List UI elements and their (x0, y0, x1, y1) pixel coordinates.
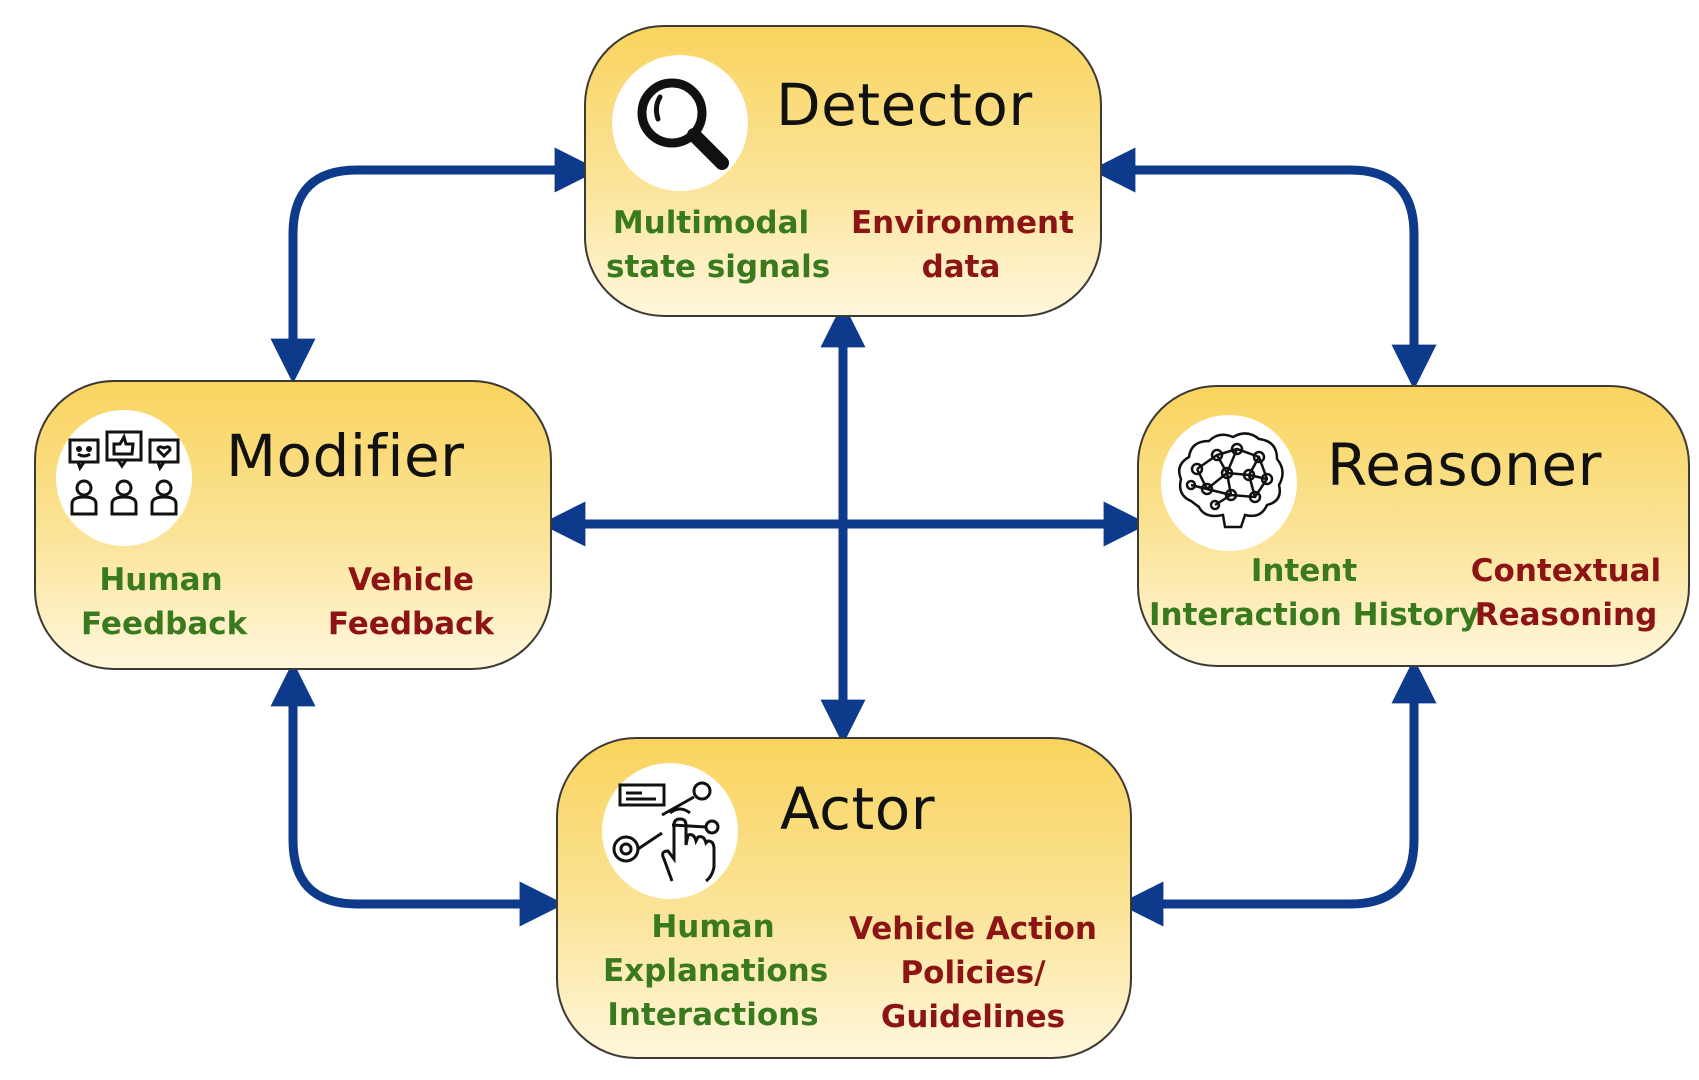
actor-green-label: Human Explanations Interactions (603, 905, 829, 1037)
reasoner-red-line-2: Reasoning (1474, 597, 1658, 633)
reasoner-title: Reasoner (1327, 431, 1602, 499)
magnifier-icon (637, 78, 729, 170)
reasoner-red-label: Contextual Reasoning (1466, 549, 1666, 637)
detector-icon-circle (612, 55, 748, 191)
actor-green-line-1: Human (651, 909, 775, 945)
detector-red-line-1: Environment (851, 205, 1074, 241)
actor-green-line-3: Interactions (607, 997, 819, 1033)
detector-red-label: Environment data (851, 201, 1074, 289)
modifier-icon-circle (56, 410, 192, 546)
reasoner-green-line-2: Interaction History (1149, 597, 1480, 633)
actor-node: Actor Human Explanations Interactions Ve… (556, 737, 1132, 1059)
reasoner-red-line-1: Contextual (1470, 553, 1662, 589)
modifier-node: Modifier Human Feedback Vehicle Feedback (34, 380, 552, 670)
actor-title: Actor (780, 775, 936, 843)
modifier-red-label: Vehicle Feedback (326, 558, 496, 646)
modifier-red-line-1: Vehicle (347, 562, 475, 598)
touch-interaction-icon (612, 781, 720, 883)
actor-icon-circle (602, 763, 738, 899)
actor-red-line-3: Guidelines (880, 999, 1066, 1035)
arrow-reasoner-actor (1118, 658, 1437, 927)
modifier-red-line-2: Feedback (327, 606, 495, 642)
modifier-title: Modifier (226, 422, 465, 490)
detector-title: Detector (776, 71, 1033, 139)
detector-green-line-2: state signals (606, 249, 831, 285)
feedback-people-icon (68, 430, 180, 516)
detector-green-label: Multimodal state signals (606, 201, 831, 289)
detector-green-line-1: Multimodal (612, 205, 810, 241)
actor-red-line-2: Policies/ (900, 955, 1046, 991)
detector-red-line-2: data (921, 249, 1001, 285)
arrow-modifier-actor (270, 661, 565, 927)
actor-green-line-2: Explanations (603, 953, 829, 989)
modifier-green-label: Human Feedback (81, 558, 248, 646)
actor-red-label: Vehicle Action Policies/ Guidelines (843, 907, 1103, 1039)
brain-network-icon (1178, 432, 1284, 529)
actor-red-line-1: Vehicle Action (848, 911, 1097, 947)
modifier-green-line-2: Feedback (81, 606, 248, 642)
reasoner-icon-circle (1161, 415, 1297, 551)
reasoner-green-line-1: Intent (1250, 553, 1358, 589)
arrow-detector-reasoner (1090, 147, 1437, 390)
detector-node: Detector Multimodal state signals Enviro… (584, 25, 1102, 317)
modifier-green-line-1: Human (99, 562, 223, 598)
reasoner-green-label: Intent Interaction History (1149, 549, 1480, 637)
reasoner-node: Reasoner Intent Interaction History Cont… (1137, 385, 1690, 667)
arrow-detector-modifier (270, 147, 600, 384)
